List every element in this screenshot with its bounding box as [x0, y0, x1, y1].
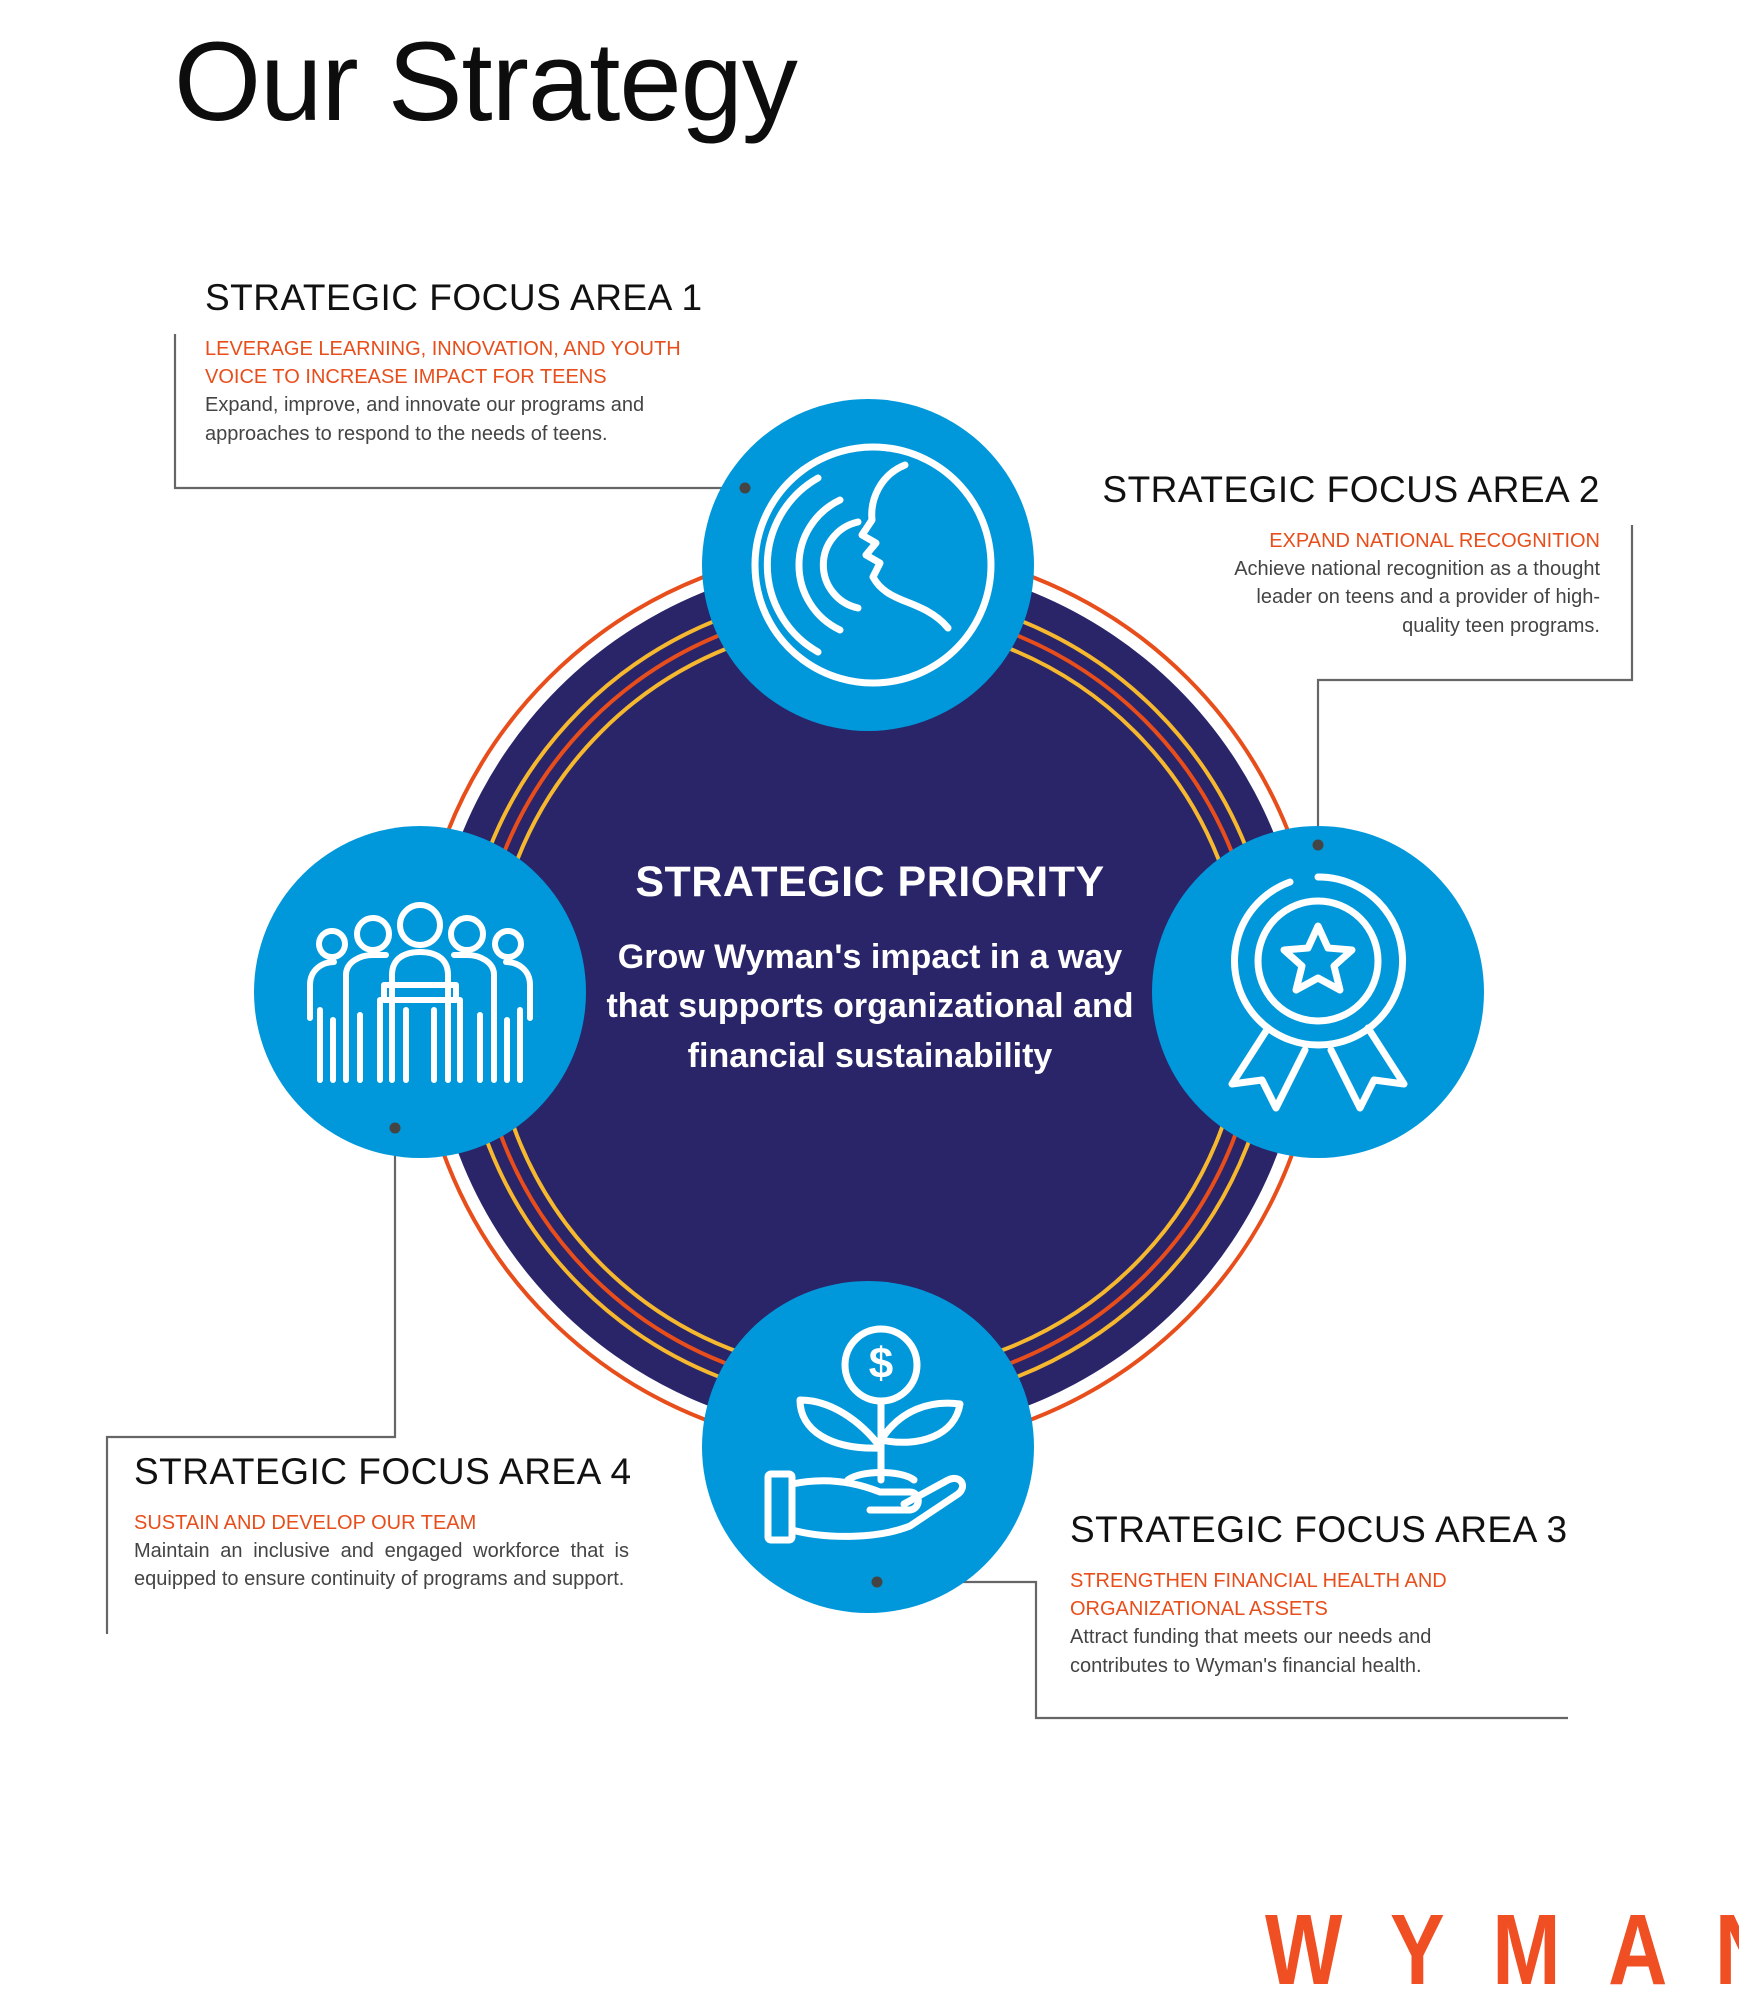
focus-area-3-description: Attract funding that meets our needs and… — [1070, 1626, 1432, 1677]
focus-area-2: STRATEGIC FOCUS AREA 2 EXPAND NATIONAL R… — [1080, 469, 1600, 640]
focus-area-3-heading: STRATEGIC FOCUS AREA 3 — [1070, 1509, 1568, 1550]
wyman-logo: WYMAN — [1265, 1894, 1739, 2006]
page-title: Our Strategy — [174, 19, 798, 144]
award-ribbon-icon — [1228, 873, 1408, 1112]
navy-core-circle — [430, 560, 1306, 1436]
strategic-priority-body: Grow Wyman's impact in a way that suppor… — [606, 938, 1134, 1075]
focus-area-3: STRATEGIC FOCUS AREA 3 STRENGTHEN FINANC… — [1070, 1509, 1590, 1680]
team-group-icon — [307, 902, 533, 1083]
strategic-priority-title: STRATEGIC PRIORITY — [635, 858, 1105, 906]
connector-fa2 — [1316, 525, 1634, 845]
focus-area-4-subheading: SUSTAIN AND DEVELOP OUR TEAM — [134, 1511, 477, 1534]
focus-area-1-heading: STRATEGIC FOCUS AREA 1 — [205, 277, 703, 318]
focus-area-1-description: Expand, improve, and innovate our progra… — [205, 394, 645, 445]
focus-area-4-heading: STRATEGIC FOCUS AREA 4 — [134, 1451, 632, 1492]
money-plant-hand-icon: $ — [764, 1325, 966, 1544]
focus-area-1: STRATEGIC FOCUS AREA 1 LEVERAGE LEARNING… — [205, 277, 735, 448]
focus-area-2-description: Achieve national recognition as a though… — [1234, 558, 1600, 637]
focus-area-1-subheading: LEVERAGE LEARNING, INNOVATION, AND YOUTH… — [205, 337, 681, 389]
focus-area-2-subheading: EXPAND NATIONAL RECOGNITION — [1269, 529, 1600, 552]
fa4-icon-circle — [254, 826, 586, 1158]
focus-area-4: STRATEGIC FOCUS AREA 4 SUSTAIN AND DEVEL… — [134, 1451, 632, 1594]
connector-fa4 — [105, 1128, 397, 1634]
strategic-priority: STRATEGIC PRIORITY Grow Wyman's impact i… — [590, 858, 1150, 1081]
svg-text:$: $ — [869, 1339, 893, 1388]
focus-area-3-subheading: STRENGTHEN FINANCIAL HEALTH AND ORGANIZA… — [1070, 1569, 1447, 1621]
speaking-head-icon — [751, 443, 995, 687]
connector-fa1 — [173, 334, 745, 490]
focus-area-2-heading: STRATEGIC FOCUS AREA 2 — [1102, 469, 1600, 510]
focus-area-4-description: Maintain an inclusive and engaged workfo… — [134, 1540, 629, 1591]
